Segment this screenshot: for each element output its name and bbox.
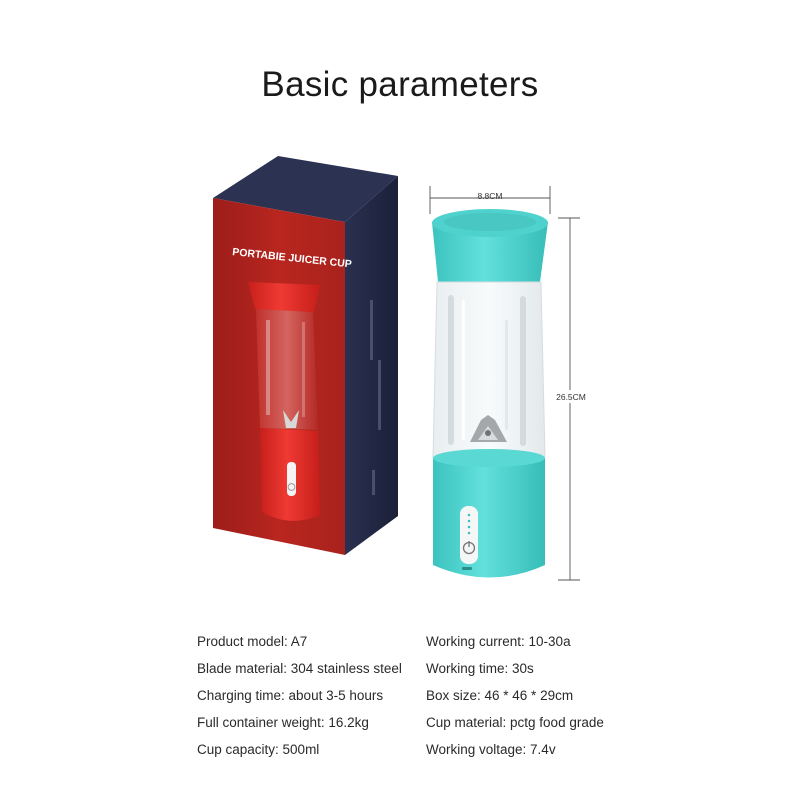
product-box: PORTABIE JUICER CUP [213,156,398,555]
spec-working-current: Working current: 10-30a [426,634,571,649]
spec-cup-capacity: Cup capacity: 500ml [197,742,320,757]
control-panel [460,506,478,564]
box-side [345,176,398,555]
cup-lid [432,222,548,282]
product-illustration: PORTABIE JUICER CUP [213,156,586,581]
teal-cup [432,209,548,578]
spec-charging-time: Charging time: about 3-5 hours [197,688,384,703]
spec-cup-material: Cup material: pctg food grade [426,715,604,730]
page-title: Basic parameters [261,65,539,105]
spec-working-time: Working time: 30s [426,661,534,676]
box-top [213,156,398,222]
spec-blade-material: Blade material: 304 stainless steel [197,661,402,676]
spec-product-model: Product model: A7 [197,634,308,649]
spec-column-left: Product model: A7 Blade material: 304 st… [197,628,402,763]
power-icon [462,541,476,555]
spec-column-right: Working current: 10-30a Working time: 30… [426,628,604,763]
height-label: 26.5CM [556,392,586,402]
width-label: 8.8CM [477,191,502,201]
blade-icon [470,415,507,442]
cup-base [433,458,545,578]
spec-box-size: Box size: 46 * 46 * 29cm [426,688,574,703]
usb-port [462,567,472,570]
spec-container-weight: Full container weight: 16.2kg [197,715,369,730]
spec-working-voltage: Working voltage: 7.4v [426,742,556,757]
box-cup-image [248,282,320,521]
width-dimension [429,186,551,214]
